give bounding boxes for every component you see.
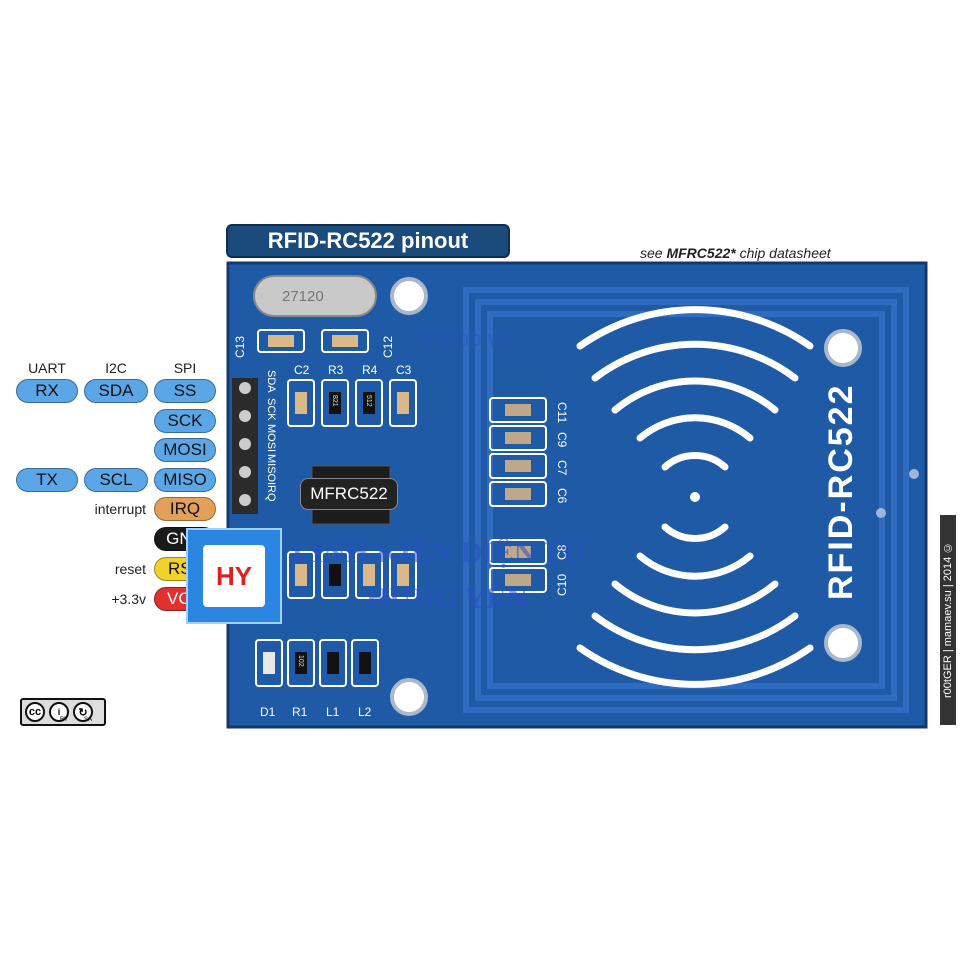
cc-icon: cc [25, 702, 45, 722]
antenna-traces [463, 287, 909, 713]
code-102: 102 [297, 655, 304, 667]
credit-strip: r00tGER | mamaev.su | 2014 © [940, 515, 956, 725]
label-reset: reset [114, 561, 146, 577]
header-i2c: I2C [105, 360, 127, 376]
watermark-line1: LINH KIỆN ĐIỆN TỬ [292, 536, 587, 569]
silk-irq: IRQ [265, 482, 277, 502]
sa-icon: ↻ [73, 702, 93, 722]
chip-label: MFRC522 [300, 478, 398, 510]
datasheet-note: see MFRC522* chip datasheet [640, 245, 831, 261]
label-r4: R4 [362, 363, 378, 377]
watermark-line2: HƯNG YÊN [366, 582, 528, 615]
label-c13: C13 [233, 336, 247, 358]
pin-scl: SCL [84, 468, 148, 492]
label-c8: C8 [555, 544, 569, 560]
hy-logo: HY [186, 528, 282, 624]
label-interrupt: interrupt [94, 501, 146, 517]
label-l2: L2 [358, 705, 372, 719]
pin-sck: SCK [154, 409, 216, 433]
label-c9: C9 [555, 432, 569, 448]
pin-tx: TX [16, 468, 78, 492]
label-c11: C11 [555, 402, 569, 423]
pinout-title: RFID-RC522 pinout [226, 224, 510, 258]
label-c12: C12 [381, 336, 395, 358]
pin-mosi: MOSI [154, 438, 216, 462]
label-r3: R3 [328, 363, 344, 377]
license-badge: cc i ↻ BY SA [20, 698, 106, 726]
label-l1: L1 [326, 705, 340, 719]
mounting-holes [390, 277, 862, 716]
hy-logo-text: HY [203, 545, 265, 607]
board-text: RFID-RC522 [822, 384, 860, 600]
license-by: BY [60, 717, 69, 723]
pin-sda: SDA [84, 379, 148, 403]
pin-irq: IRQ [154, 497, 216, 521]
code-512: 512 [365, 395, 372, 407]
label-d1: D1 [260, 705, 276, 719]
rfid-waves [576, 306, 814, 688]
header-uart: UART [28, 360, 66, 376]
license-sa: SA [84, 717, 93, 723]
silk-mosi: MOSI [265, 424, 277, 452]
pin-rx: RX [16, 379, 78, 403]
crystal [253, 275, 377, 317]
label-power: +3.3v [111, 591, 146, 607]
by-icon: i [49, 702, 69, 722]
pin-miso: MISO [154, 468, 216, 492]
silk-sda: SDA [265, 370, 277, 393]
label-c2: C2 [294, 363, 310, 377]
silk-sck: SCK [265, 398, 277, 421]
watermark-shop: Hshop.vn [418, 326, 511, 351]
header-spi: SPI [173, 360, 197, 376]
crystal-text: 27120 [282, 288, 324, 305]
pin-ss: SS [154, 379, 216, 403]
label-c10: C10 [555, 574, 569, 596]
label-c3: C3 [396, 363, 412, 377]
label-c6: C6 [555, 488, 569, 504]
label-r1: R1 [292, 705, 308, 719]
silk-miso: MISO [265, 454, 277, 483]
label-c7: C7 [555, 460, 569, 476]
code-821: 821 [331, 395, 338, 407]
